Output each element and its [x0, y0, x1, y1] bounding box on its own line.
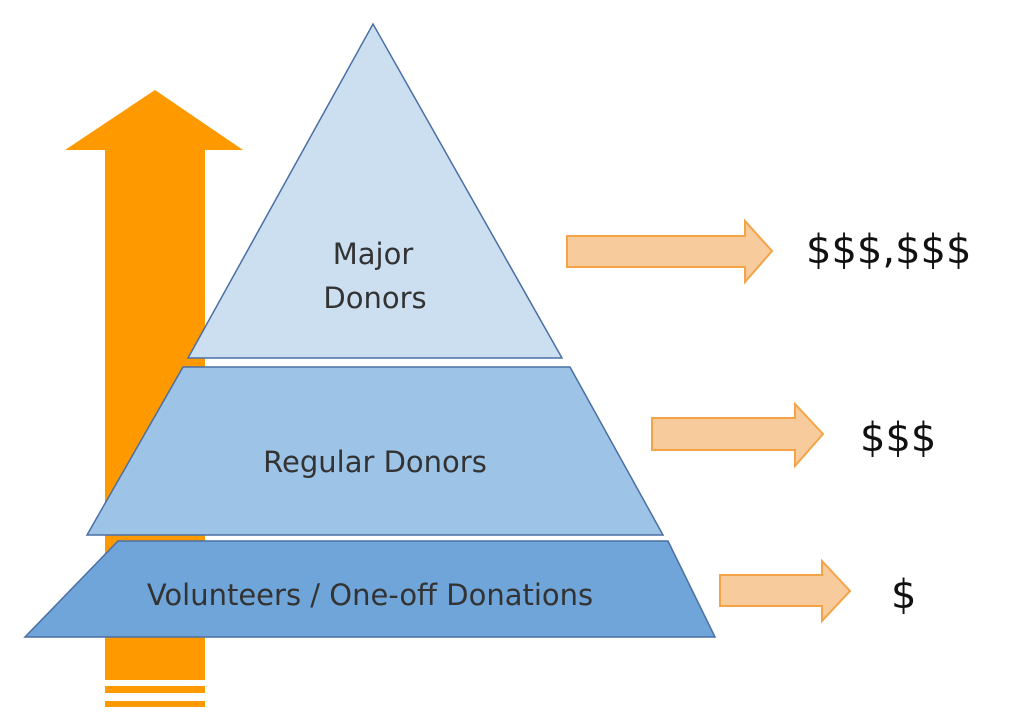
amount-regular: $$$ — [860, 415, 936, 461]
amount-volunteers: $ — [891, 572, 916, 618]
tier-label-major-line1: Major — [333, 237, 414, 271]
right-arrow-icon — [566, 218, 774, 285]
right-arrow-icon — [719, 558, 852, 624]
tier-label-major-line2: Donors — [323, 281, 426, 315]
tier-label-regular: Regular Donors — [263, 445, 487, 479]
tier-regular-donors — [85, 366, 665, 536]
tier-major-donors — [186, 22, 564, 359]
tier-volunteers — [23, 540, 717, 638]
amount-major: $$$,$$$ — [806, 227, 971, 273]
tier-label-volunteers: Volunteers / One-off Donations — [147, 578, 593, 612]
right-arrow-icon — [651, 401, 825, 469]
